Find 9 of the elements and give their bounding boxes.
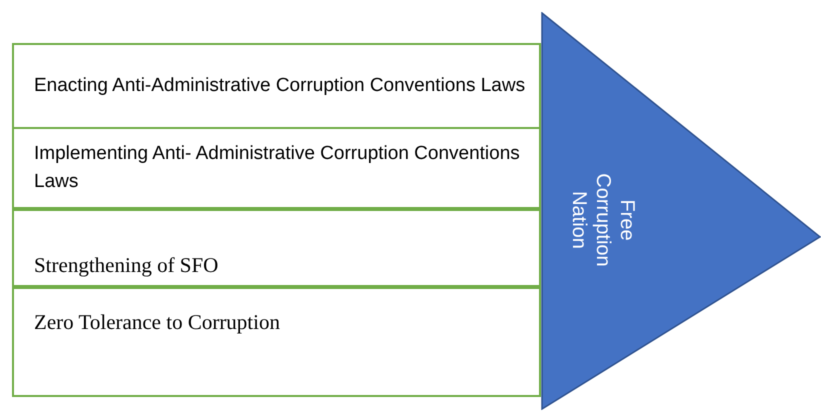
box-label: Enacting Anti-Administrative Corruption Conventions Laws: [34, 74, 526, 98]
box-label: Zero Tolerance to Corruption: [34, 309, 281, 336]
text-box: [12, 287, 541, 397]
text-box: [12, 209, 541, 287]
triangle-label: Free Corruption Nation: [567, 172, 639, 269]
box-label: Strengthening of SFO: [34, 252, 220, 278]
text-box: [12, 43, 541, 129]
box-label: Implementing Anti- Administrative Corruption Conventions Laws: [34, 142, 521, 194]
text-box: [12, 127, 541, 209]
